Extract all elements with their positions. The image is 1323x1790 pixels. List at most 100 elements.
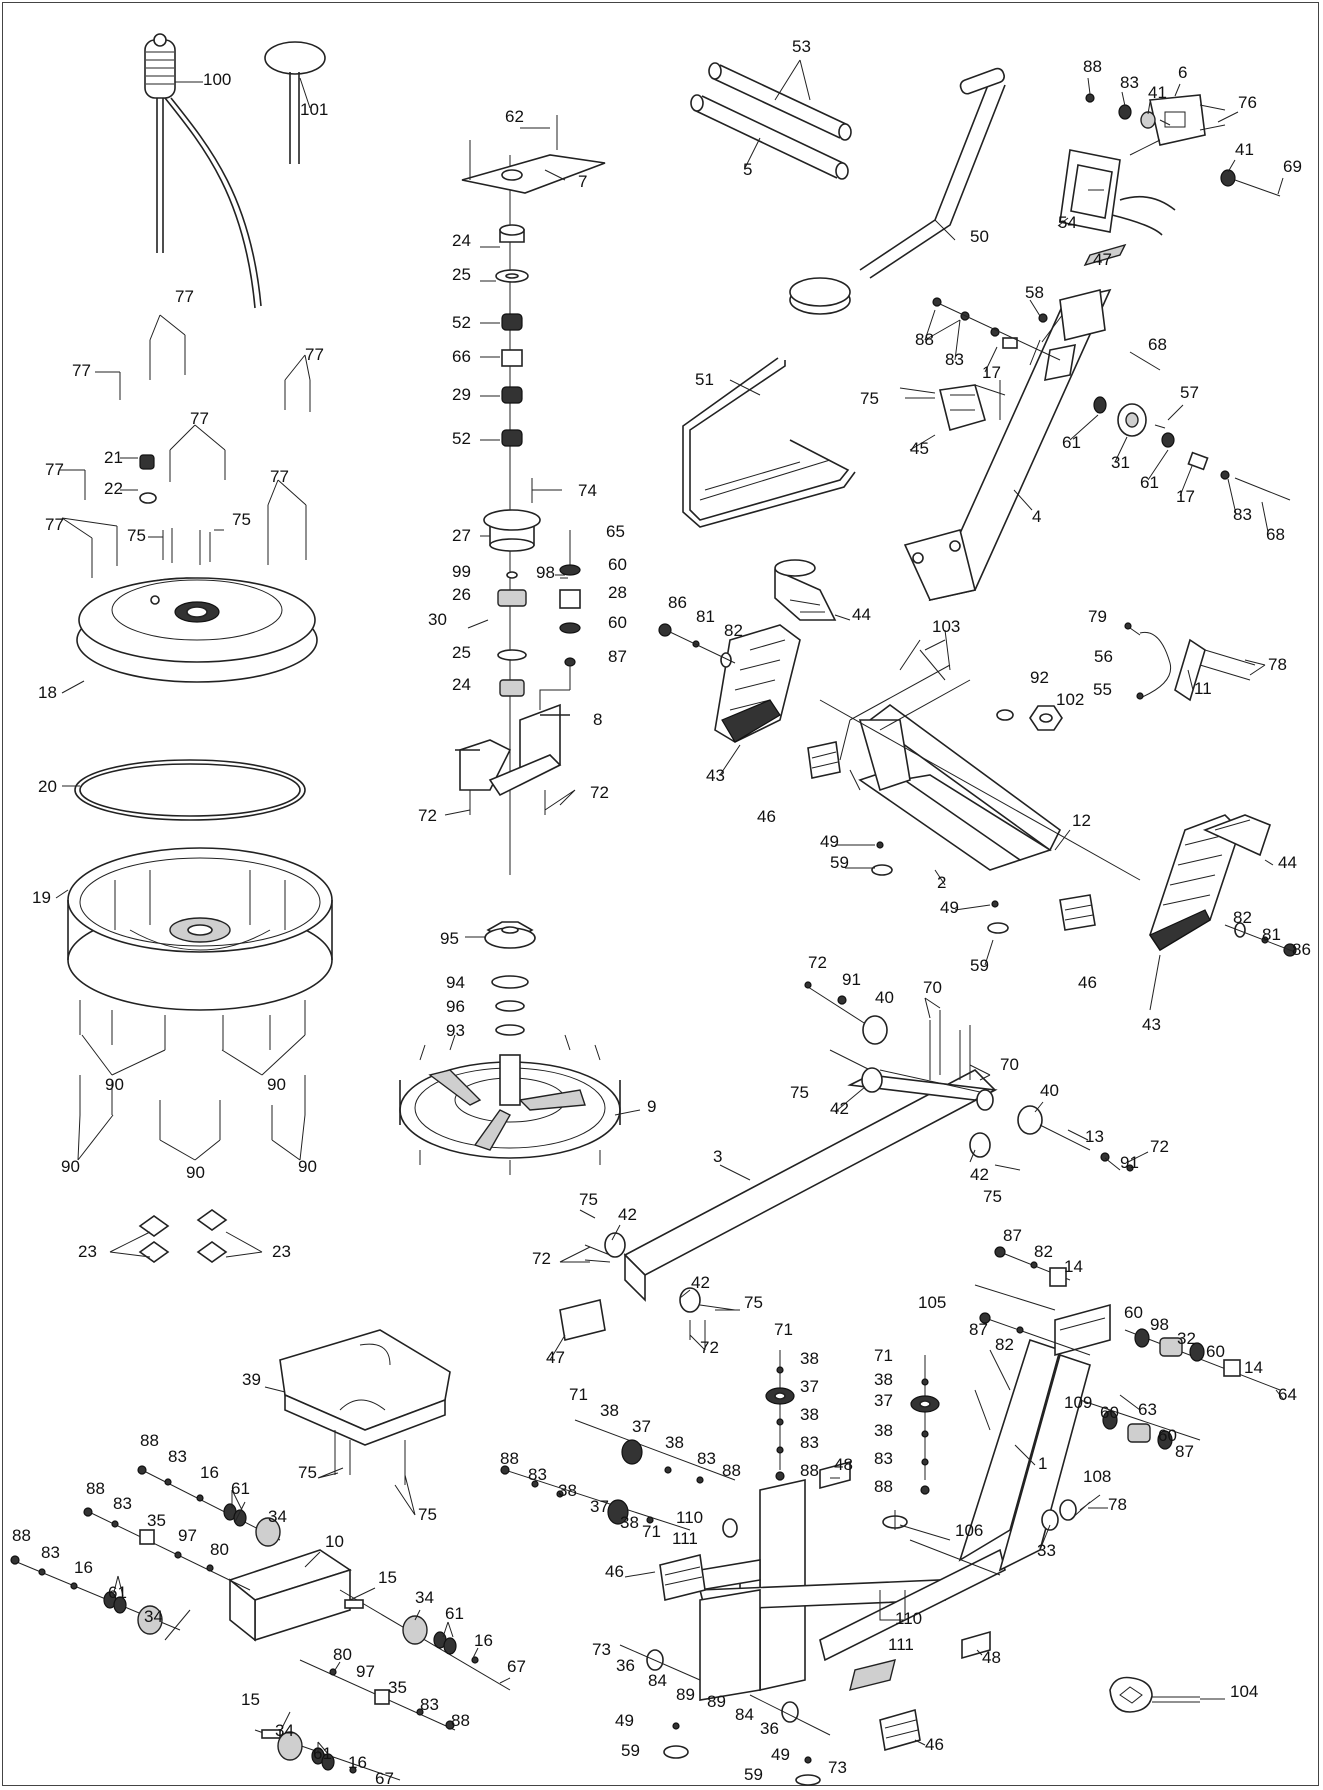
part-label-4: 4 [1032,507,1041,526]
part-label-42: 42 [691,1273,710,1292]
part-label-73: 73 [828,1758,847,1777]
part-label-60: 60 [608,613,627,632]
part-label-25: 25 [452,643,471,662]
part-label-61: 61 [231,1479,250,1498]
part-label-83: 83 [420,1695,439,1714]
part-label-29: 29 [452,385,471,404]
part-label-5: 5 [743,160,752,179]
part-label-70: 70 [1000,1055,1019,1074]
part-label-97: 97 [356,1662,375,1681]
part-19-water-tank [55,847,333,1011]
part-label-7: 7 [578,172,587,191]
part-label-38: 38 [800,1405,819,1424]
part-label-2: 2 [937,873,946,892]
part-label-50: 50 [970,227,989,246]
part-label-75: 75 [860,389,879,408]
part-label-60: 60 [1124,1303,1143,1322]
part-label-61: 61 [108,1583,127,1602]
part-label-90: 90 [298,1157,317,1176]
part-label-79: 79 [1088,607,1107,626]
part-9-flywheel-impeller [399,1034,641,1175]
part-label-59: 59 [744,1765,763,1784]
part-label-24: 24 [452,231,471,250]
part-label-51: 51 [695,370,714,389]
part-label-56: 56 [1094,647,1113,666]
part-label-46: 46 [925,1735,944,1754]
part-label-74: 74 [578,481,597,500]
pads-23 [109,1209,263,1263]
part-label-38: 38 [600,1401,619,1420]
part-label-61: 61 [1062,433,1081,452]
carriage-hardware-lower [254,1587,511,1781]
part-label-108: 108 [1083,1467,1111,1486]
part-label-48: 48 [982,1648,1001,1667]
part-label-16: 16 [474,1631,493,1650]
part-label-17: 17 [982,363,1001,382]
part-label-72: 72 [418,806,437,825]
part-label-10: 10 [325,1532,344,1551]
part-label-37: 37 [874,1391,893,1410]
part-label-15: 15 [241,1690,260,1709]
carriage-hardware-upper [10,1465,281,1641]
part-label-18: 18 [38,683,57,702]
part-label-86: 86 [668,593,687,612]
part-label-91: 91 [842,970,861,989]
part-label-43: 43 [1142,1015,1161,1034]
part-label-6: 6 [1178,63,1187,82]
parts-86-81-82-left [658,623,736,668]
part-label-77: 77 [270,467,289,486]
part-label-46: 46 [1078,973,1097,992]
part-label-61: 61 [445,1604,464,1623]
part-label-22: 22 [104,479,123,498]
part-label-88: 88 [915,330,934,349]
part-label-24: 24 [452,675,471,694]
part-label-72: 72 [700,1338,719,1357]
part-label-81: 81 [1262,925,1281,944]
part-label-31: 31 [1111,453,1130,472]
parts-68-31-61-57-17-83 [1069,351,1291,533]
part-label-42: 42 [618,1205,637,1224]
part-label-75: 75 [418,1505,437,1524]
part-label-64: 64 [1278,1385,1297,1404]
part-label-16: 16 [200,1463,219,1482]
part-label-92: 92 [1030,668,1049,687]
part-label-16: 16 [348,1753,367,1772]
part-label-33: 33 [1037,1541,1056,1560]
parts-88-83-17-58 [924,297,1061,373]
part-label-105: 105 [918,1293,946,1312]
part-label-83: 83 [528,1465,547,1484]
part-label-88: 88 [722,1461,741,1480]
part-label-17: 17 [1176,487,1195,506]
part-label-14: 14 [1244,1358,1263,1377]
part-label-55: 55 [1093,680,1112,699]
part-label-49: 49 [940,898,959,917]
part-label-34: 34 [144,1607,163,1626]
parts-46-49-59-front [807,741,1096,966]
rear-hardware [882,1246,1285,1576]
part-label-84: 84 [648,1671,667,1690]
part-label-35: 35 [147,1511,166,1530]
part-20-seal-ring [62,759,306,821]
part-label-78: 78 [1108,1495,1127,1514]
part-label-37: 37 [590,1497,609,1516]
part-54-monitor [1057,149,1176,236]
part-label-77: 77 [190,409,209,428]
part-50-handlebar [789,67,1006,315]
part-96-washer [495,1000,525,1012]
part-label-101: 101 [300,100,328,119]
part-label-95: 95 [440,929,459,948]
part-10-seat-carriage [228,1549,352,1642]
part-label-67: 67 [375,1769,394,1788]
part-label-75: 75 [232,510,251,529]
part-18-top-cover [61,577,318,694]
part-label-106: 106 [955,1521,983,1540]
part-label-89: 89 [676,1685,695,1704]
part-label-80: 80 [333,1645,352,1664]
part-label-38: 38 [874,1370,893,1389]
part-label-49: 49 [771,1745,790,1764]
part-label-77: 77 [72,361,91,380]
part-101-plug [264,41,326,164]
part-label-44: 44 [1278,853,1297,872]
part-label-38: 38 [874,1421,893,1440]
